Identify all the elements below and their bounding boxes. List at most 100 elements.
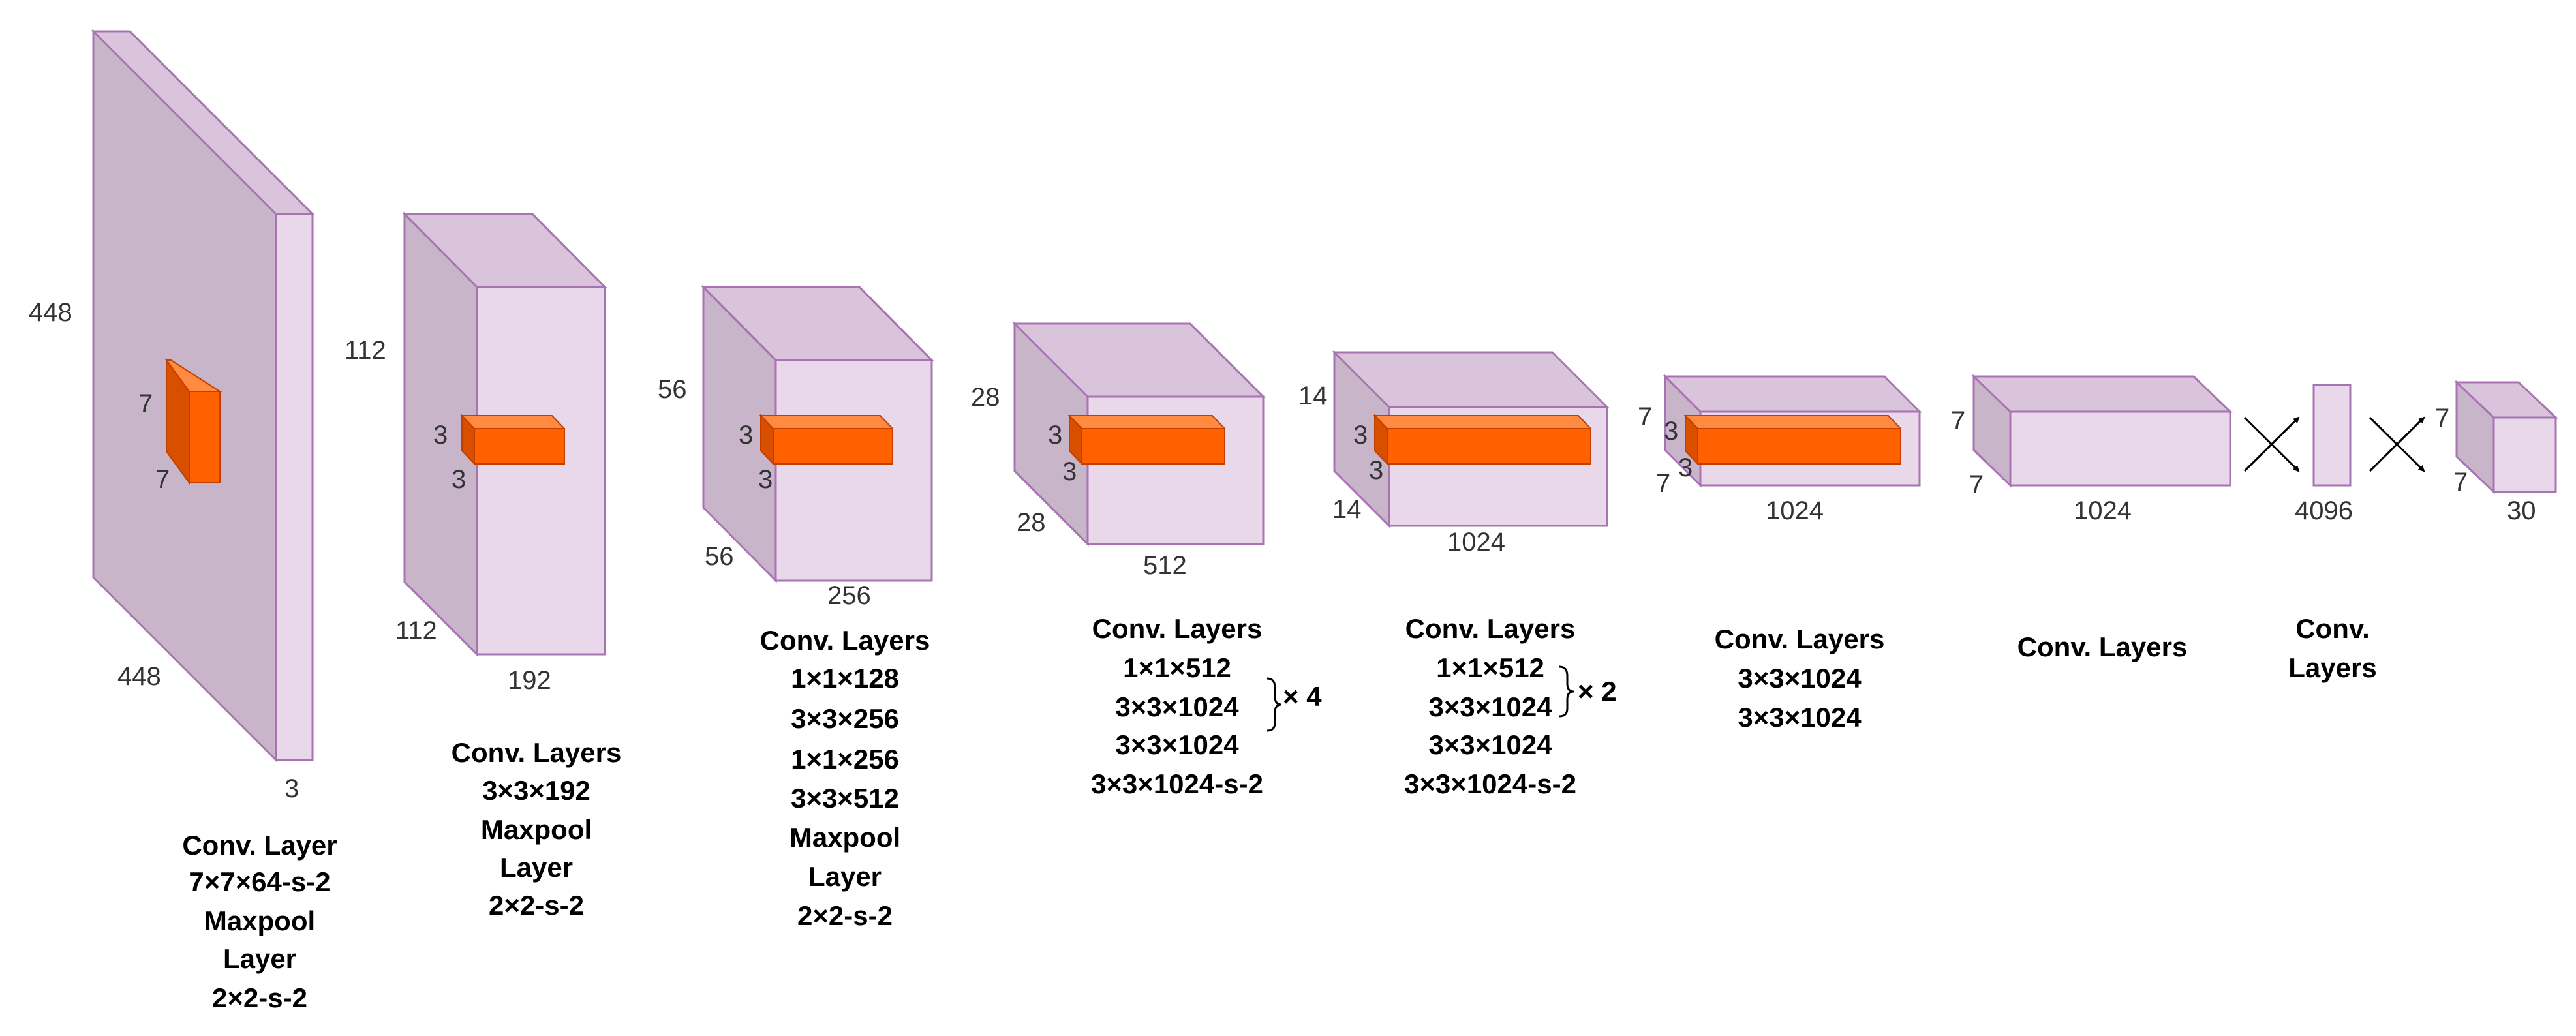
block-6: 7 7 1024 3 3 Conv. Layers 3×3×1024 3×3×1…	[1638, 374, 1922, 733]
block-2-width-label: 192	[508, 666, 551, 695]
block-1-kernel-h-label: 7	[138, 389, 153, 418]
block-3-kernel-front	[773, 428, 893, 465]
block-5-caption-line-2: 1×1×512	[1436, 652, 1544, 683]
block-2-top-face	[402, 213, 607, 288]
block-9-width-label: 30	[2507, 496, 2536, 525]
block-2-kernel-h-label: 3	[433, 421, 448, 449]
fc-connection-2	[2369, 416, 2425, 472]
block-4-repeat-brace	[1266, 677, 1282, 732]
block-4-caption-line-3: 3×3×1024	[1115, 692, 1239, 722]
block-4-caption-line-2: 1×1×512	[1123, 652, 1231, 683]
block-7-front-face	[2009, 410, 2231, 487]
block-2-caption-line-1: Conv. Layers	[452, 737, 622, 768]
block-4-depth-label: 28	[1017, 508, 1046, 537]
block-7: 7 7 1024 Conv. Layers	[1951, 374, 2233, 662]
block-5-top-face	[1332, 351, 1610, 408]
block-6-caption-line-1: Conv. Layers	[1715, 624, 1885, 654]
block-9-depth-label: 7	[2453, 468, 2468, 496]
block-8-caption-line-2: Layers	[2288, 652, 2376, 683]
block-3: 56 56 256 3 3 Conv. Layers 1×1×128 3×3×2…	[658, 284, 934, 931]
block-1-caption-line-2: 7×7×64-s-2	[189, 866, 330, 897]
block-4-caption: Conv. Layers 1×1×512 3×3×1024 3×3×1024 3…	[1091, 613, 1263, 799]
block-9: 7 7 30	[2435, 380, 2558, 525]
block-6-caption-line-3: 3×3×1024	[1738, 702, 1862, 733]
block-3-caption-line-1: Conv. Layers	[760, 625, 930, 656]
block-7-depth-label: 7	[1969, 470, 1984, 499]
block-6-caption: Conv. Layers 3×3×1024 3×3×1024	[1715, 624, 1885, 733]
block-3-caption-line-2: 1×1×128	[791, 663, 899, 693]
block-5-caption-line-5: 3×3×1024-s-2	[1404, 769, 1576, 799]
block-2-height-label: 112	[345, 336, 386, 365]
block-5-height-label: 14	[1298, 382, 1328, 410]
block-1-height-label: 448	[29, 298, 72, 327]
block-3-caption-line-6: Maxpool	[790, 822, 900, 853]
block-3-height-label: 56	[658, 375, 687, 404]
block-5-kernel-w-label: 3	[1369, 456, 1383, 485]
block-3-caption-line-5: 3×3×512	[791, 783, 899, 814]
block-4-repeat-label: × 4	[1283, 681, 1322, 712]
block-5-repeat-label: × 2	[1578, 676, 1617, 707]
block-8: 4096 Conv. Layers	[2288, 384, 2377, 683]
fc-connection-1	[2243, 416, 2300, 472]
block-4-kernel-front	[1081, 428, 1225, 465]
block-4-kernel-top	[1067, 415, 1227, 429]
block-5: 14 14 1024 3 3 Conv. Layers 1×1×512 3×3×…	[1298, 350, 1617, 799]
block-7-height-label: 7	[1951, 406, 1965, 435]
block-2-caption-line-3: Maxpool	[481, 814, 592, 845]
block-1-caption-line-3: Maxpool	[204, 906, 315, 936]
block-9-front-face	[2492, 416, 2557, 493]
block-5-depth-label: 14	[1332, 495, 1362, 524]
block-1-caption: Conv. Layer 7×7×64-s-2 Maxpool Layer 2×2…	[182, 830, 337, 1013]
block-3-width-label: 256	[827, 581, 871, 610]
block-6-height-label: 7	[1638, 403, 1652, 431]
block-9-height-label: 7	[2435, 404, 2449, 433]
block-4-caption-line-4: 3×3×1024	[1115, 729, 1239, 760]
block-8-width-label: 4096	[2295, 496, 2353, 525]
block-2-caption-line-4: Layer	[500, 852, 573, 883]
block-7-caption: Conv. Layers	[2017, 632, 2188, 662]
block-1-depth-label: 448	[117, 662, 161, 691]
block-2: 112 112 192 3 3 Conv. Layers 3×3×192 Max…	[345, 211, 622, 921]
block-1-caption-line-4: Layer	[223, 943, 296, 974]
block-6-depth-label: 7	[1656, 469, 1670, 498]
block-5-kernel-front	[1387, 428, 1591, 465]
block-3-caption-line-8: 2×2-s-2	[797, 900, 893, 931]
block-3-caption-line-7: Layer	[808, 861, 882, 892]
block-4-kernel-w-label: 3	[1062, 457, 1077, 486]
block-3-caption: Conv. Layers 1×1×128 3×3×256 1×1×256 3×3…	[760, 625, 930, 931]
block-7-top-face	[1971, 375, 2233, 413]
block-1-caption-line-1: Conv. Layer	[182, 830, 337, 861]
block-1-front-face	[275, 213, 314, 761]
block-1-kernel-front	[189, 391, 221, 483]
block-4-top-face	[1012, 322, 1266, 398]
block-9-top-face	[2454, 381, 2558, 419]
block-8-vector	[2312, 384, 2352, 487]
block-5-caption-line-3: 3×3×1024	[1428, 692, 1552, 722]
block-4-height-label: 28	[971, 383, 1000, 412]
block-5-repeat-brace	[1559, 665, 1574, 718]
block-5-width-label: 1024	[1447, 528, 1505, 556]
block-2-caption-line-2: 3×3×192	[482, 775, 590, 806]
block-6-kernel-w-label: 3	[1678, 453, 1693, 482]
block-7-width-label: 1024	[2074, 496, 2132, 525]
block-2-caption: Conv. Layers 3×3×192 Maxpool Layer 2×2-s…	[452, 737, 622, 921]
block-3-kernel-h-label: 3	[739, 421, 753, 449]
block-8-caption-line-1: Conv.	[2295, 613, 2370, 644]
block-2-depth-label: 112	[395, 617, 437, 645]
block-1-caption-line-5: 2×2-s-2	[212, 983, 307, 1013]
block-8-caption: Conv. Layers	[2288, 613, 2376, 683]
arrow-up-2	[2369, 416, 2425, 472]
block-6-top-face	[1663, 375, 1922, 413]
block-4-caption-line-5: 3×3×1024-s-2	[1091, 769, 1263, 799]
block-6-kernel-h-label: 3	[1664, 417, 1678, 446]
block-5-caption-line-4: 3×3×1024	[1428, 729, 1552, 760]
block-2-kernel-w-label: 3	[452, 465, 466, 494]
block-3-caption-line-3: 3×3×256	[791, 703, 899, 734]
block-4-caption-line-1: Conv. Layers	[1092, 613, 1263, 644]
block-5-caption-line-1: Conv. Layers	[1405, 613, 1576, 644]
block-3-depth-label: 56	[705, 542, 734, 571]
block-5-caption: Conv. Layers 1×1×512 3×3×1024 3×3×1024 3…	[1404, 613, 1576, 799]
block-2-kernel-front	[474, 428, 565, 465]
